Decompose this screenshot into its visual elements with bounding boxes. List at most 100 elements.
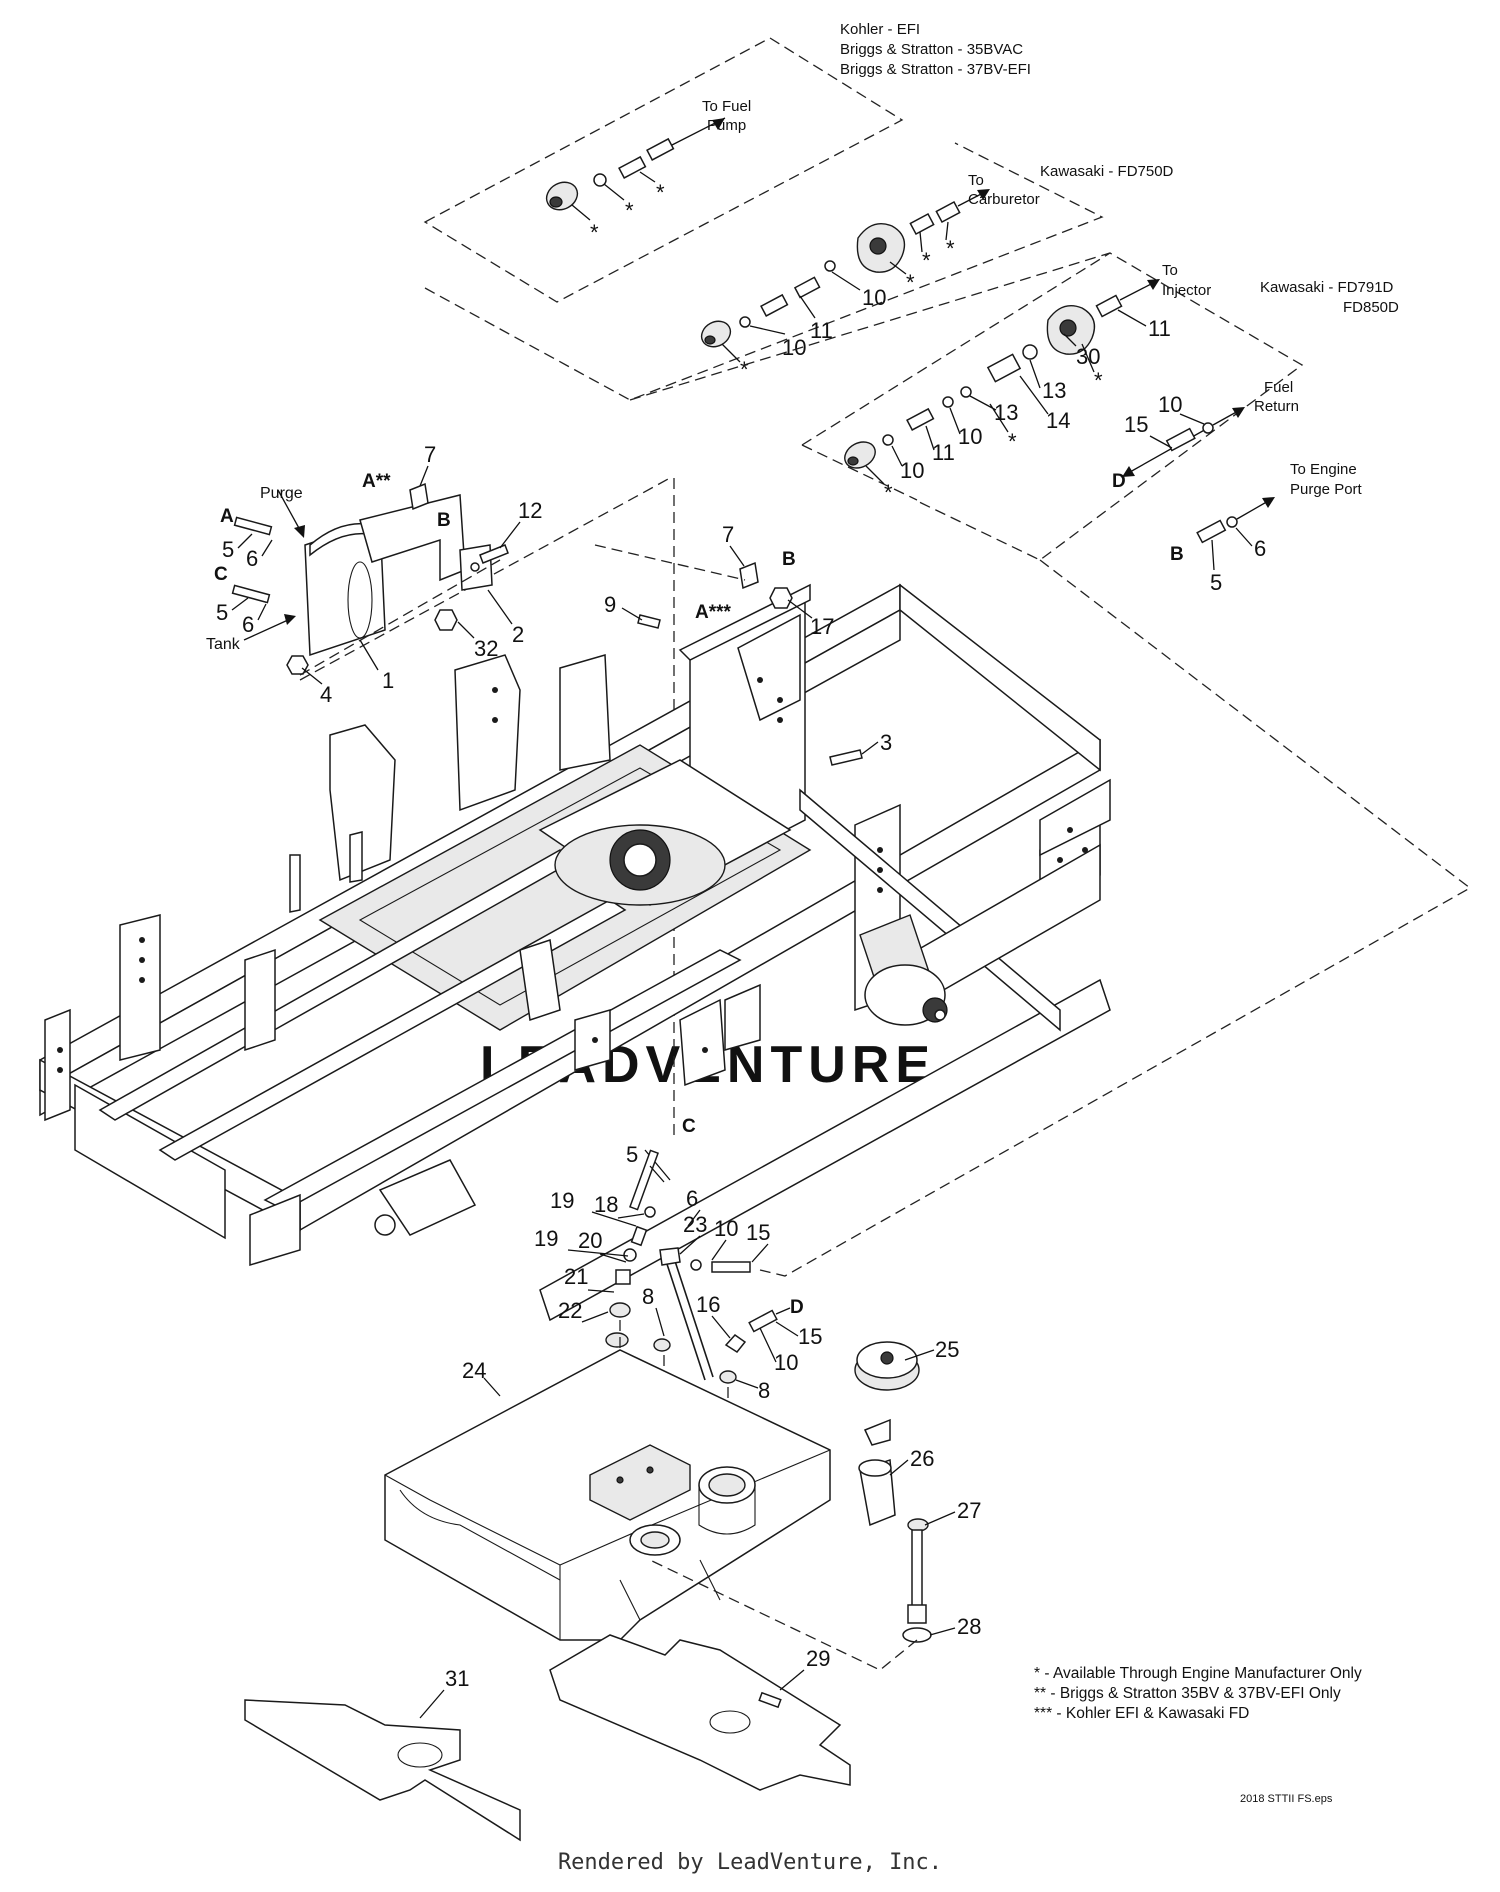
callout-14: 14	[1046, 408, 1070, 433]
arrowhead-icon	[977, 189, 990, 200]
arrowhead-icon	[1262, 497, 1275, 508]
kit-label-line-1: Kawasaki - FD791D	[1260, 279, 1394, 296]
tank-label: Tank	[206, 636, 241, 653]
callout-17: 17	[810, 614, 834, 639]
fuel-return-label-line-1: Fuel	[1264, 379, 1293, 396]
hydro-pump-icon	[859, 914, 948, 1026]
callout-15: 15	[746, 1220, 770, 1245]
nut-icon	[286, 655, 309, 675]
tank-fitting-labels: C D 5 19 18 6 19 20 23 10 15 21 22 8 16 …	[534, 1116, 822, 1403]
legend-line-1: * - Available Through Engine Manufacture…	[1034, 1665, 1362, 1682]
callout-6: 6	[1254, 536, 1266, 561]
legend-line-2: ** - Briggs & Stratton 35BV & 37BV-EFI O…	[1034, 1685, 1341, 1702]
callout-10: 10	[862, 285, 886, 310]
callout-32: 32	[474, 636, 498, 661]
kit-label-line-2: Briggs & Stratton - 35BVAC	[840, 41, 1023, 58]
letter-b: B	[1170, 544, 1184, 565]
callout-11: 11	[932, 440, 955, 465]
callout-5: 5	[216, 600, 228, 625]
injector-fitting	[844, 294, 1123, 469]
legend-line-3: *** - Kohler EFI & Kawasaki FD	[1034, 1705, 1249, 1722]
destination-label-line-2: Injector	[1162, 282, 1211, 299]
arrowhead-icon	[1147, 279, 1160, 290]
callout-22: 22	[558, 1298, 582, 1323]
callout-31: 31	[445, 1666, 469, 1691]
letter-d: D	[1112, 471, 1126, 492]
asterisk-mark: *	[946, 236, 955, 261]
callout-13: 13	[994, 400, 1018, 425]
kit-label: Kawasaki - FD750D	[1040, 163, 1174, 180]
destination-label-line-2: Pump	[707, 117, 746, 134]
callout-12: 12	[518, 498, 542, 523]
callout-11: 11	[1148, 316, 1171, 341]
asterisk-legend: * - Available Through Engine Manufacture…	[1034, 1665, 1362, 1722]
callout-15: 15	[798, 1324, 822, 1349]
grommet-icon	[609, 1302, 631, 1318]
callout-18: 18	[594, 1192, 618, 1217]
callout-8: 8	[642, 1284, 654, 1309]
gasket-icon	[902, 1627, 932, 1643]
purge-port-label-line-2: Purge Port	[1290, 481, 1363, 498]
callout-13: 13	[1042, 378, 1066, 403]
callout-27: 27	[957, 1498, 981, 1523]
callout-21: 21	[564, 1264, 588, 1289]
kit-panel-kawasaki-fd791d: Kawasaki - FD791D FD850D To Injector Fue…	[629, 252, 1399, 561]
callout-1: 1	[382, 668, 394, 693]
fuel-pump-fitting	[700, 200, 961, 348]
asterisk-mark: *	[906, 270, 915, 295]
callout-9: 9	[604, 592, 616, 617]
charcoal-canister-assembly	[231, 482, 863, 766]
letter-c: C	[214, 564, 228, 585]
callout-7: 7	[424, 442, 436, 467]
asterisk-mark: *	[740, 357, 749, 382]
letter-a-triple-asterisk: A***	[695, 602, 732, 623]
grommet-icon	[605, 1332, 629, 1348]
kit-label-line-3: Briggs & Stratton - 37BV-EFI	[840, 61, 1031, 78]
nut-icon	[434, 609, 458, 631]
callout-2: 2	[512, 622, 524, 647]
arrowhead-icon	[712, 118, 725, 130]
arrowhead-icon	[1232, 407, 1245, 418]
nut-icon	[769, 587, 793, 609]
letter-b: B	[782, 549, 796, 570]
callout-8: 8	[758, 1378, 770, 1403]
callout-7: 7	[722, 522, 734, 547]
asterisk-mark: *	[1008, 429, 1017, 454]
callout-5: 5	[1210, 570, 1222, 595]
callout-19: 19	[534, 1226, 558, 1251]
destination-label-line-2: Carburetor	[968, 191, 1040, 208]
letter-b: B	[437, 510, 451, 531]
fuel-return-line	[1122, 407, 1245, 477]
destination-label-line-1: To	[1162, 262, 1178, 279]
mower-chassis-frame	[39, 583, 1111, 1322]
callout-19: 19	[550, 1188, 574, 1213]
callout-3: 3	[880, 730, 892, 755]
letter-a: A	[220, 506, 234, 527]
callout-4: 4	[320, 682, 332, 707]
destination-label-line-1: To	[968, 172, 984, 189]
callout-10: 10	[1158, 392, 1182, 417]
purge-port-label-line-1: To Engine	[1290, 461, 1357, 478]
fuel-return-label-line-2: Return	[1254, 398, 1299, 415]
asterisk-mark: *	[1094, 368, 1103, 393]
heat-shield-31: 31	[244, 1666, 521, 1842]
callout-6: 6	[246, 546, 258, 571]
callout-5: 5	[626, 1142, 638, 1167]
destination-label-line-1: To Fuel	[702, 98, 751, 115]
callout-25: 25	[935, 1337, 959, 1362]
callout-15: 15	[1124, 412, 1148, 437]
callout-10: 10	[958, 424, 982, 449]
asterisk-mark: *	[884, 480, 893, 505]
purge-port-detail: To Engine Purge Port B 6 5	[1170, 461, 1363, 595]
heat-shield-29: 29	[549, 1634, 851, 1791]
grommet-icon	[653, 1338, 671, 1352]
callout-29: 29	[806, 1646, 830, 1671]
callout-30: 30	[1076, 344, 1100, 369]
kit-panel-kawasaki-fd750d: Kawasaki - FD750D To Carburetor 10 10 11…	[424, 142, 1174, 401]
callout-28: 28	[957, 1614, 981, 1639]
callout-10: 10	[774, 1350, 798, 1375]
kit-label-line-2: FD850D	[1343, 299, 1399, 316]
callout-11: 11	[810, 318, 833, 343]
letter-a-double-asterisk: A**	[362, 471, 391, 492]
